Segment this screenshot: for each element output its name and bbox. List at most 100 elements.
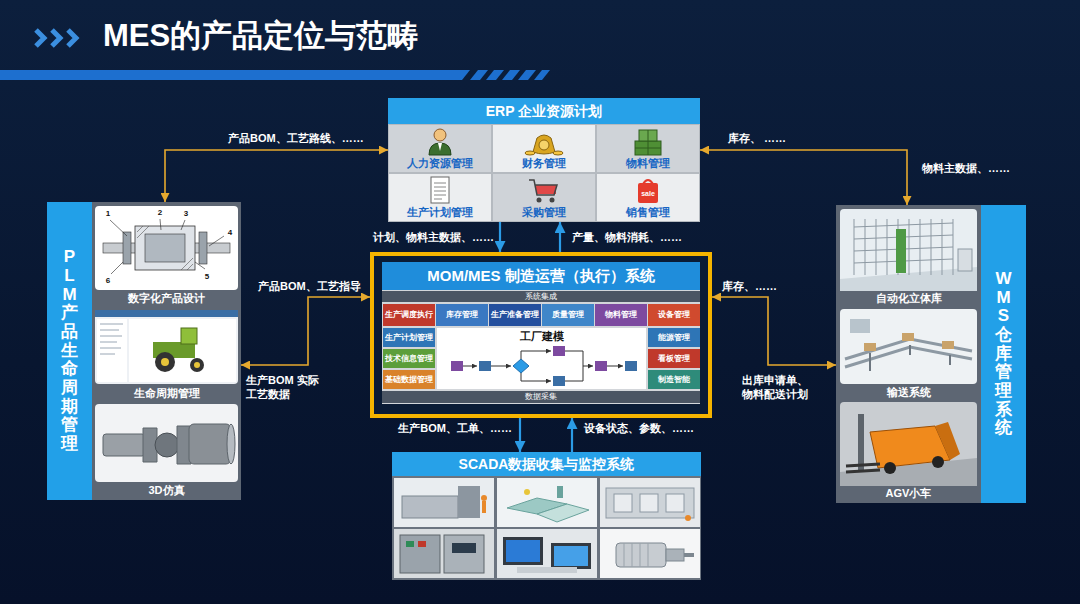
title-chevron <box>68 30 76 46</box>
system-box: WMS仓库管理系统 自动化立体库输送系统 AGV小车 <box>836 205 1026 503</box>
module-cell: 制造智能 <box>648 370 700 389</box>
system-box: MOM/MES 制造运营（执行）系统系统集成生产调度执行库存管理生产准备管理质量… <box>370 252 712 418</box>
module-cell: 生产准备管理 <box>489 304 541 326</box>
equipment-photo <box>600 529 700 578</box>
callout-number: 5 <box>203 271 211 282</box>
shape <box>189 424 231 464</box>
shape <box>155 433 179 457</box>
coin <box>525 151 535 155</box>
module-name: 库存管理 <box>436 304 488 326</box>
module-name: 生产准备管理 <box>489 304 541 326</box>
shape <box>840 209 977 291</box>
image-panel: 生命周期管理 <box>95 310 238 402</box>
shape <box>123 232 131 264</box>
shape <box>846 464 880 472</box>
connector-arrow <box>165 150 388 202</box>
title-stripe <box>470 70 488 80</box>
module-cell: 质量管理 <box>542 304 594 326</box>
shape <box>537 198 542 203</box>
module-name: 生产计划管理 <box>389 206 491 219</box>
shape <box>190 358 204 372</box>
box-title: MOM/MES 制造运营（执行）系统 <box>382 262 700 290</box>
module-cell: 看板管理 <box>648 349 700 368</box>
shape <box>614 494 632 512</box>
module-name: 能源管理 <box>648 328 700 347</box>
connector-arrow <box>499 222 501 252</box>
module-cell: 库存管理 <box>436 304 488 326</box>
system-box: ERP 企业资源计划人力资源管理财务管理物料管理生产计划管理采购管理销售管理 <box>388 98 700 222</box>
callout-number: 4 <box>226 227 234 238</box>
equipment-photo <box>600 478 700 527</box>
connector-label: 产品BOM、工艺指导 <box>258 279 361 293</box>
module-name: 制造智能 <box>648 370 700 389</box>
module-name: 生产调度执行 <box>383 304 435 326</box>
flow-note: 物料主数据、…… <box>922 161 1022 175</box>
module-cell: 生产计划管理 <box>383 328 435 347</box>
shape <box>497 478 597 527</box>
shape <box>909 219 910 275</box>
connector-label: 计划、物料主数据、…… <box>370 230 494 244</box>
module-name: 采购管理 <box>493 206 595 219</box>
shape <box>595 361 607 371</box>
module-name: 质量管理 <box>542 304 594 326</box>
shape <box>600 529 700 578</box>
connector-arrow <box>559 222 561 252</box>
shape <box>876 219 877 275</box>
flow-note: 出库申请单、 物料配送计划 <box>742 373 816 401</box>
shape <box>400 535 440 573</box>
shape <box>935 422 960 460</box>
shape <box>920 219 921 275</box>
panel-caption: 自动化立体库 <box>840 291 977 305</box>
shape <box>155 352 175 372</box>
panel-caption: AGV小车 <box>840 486 977 500</box>
shape <box>958 249 972 271</box>
shape <box>429 143 451 155</box>
page-title: MES的产品定位与范畴 <box>103 17 418 55</box>
shape <box>402 496 458 518</box>
shape <box>550 198 555 203</box>
illustration <box>840 309 977 384</box>
shape <box>444 535 484 573</box>
shape <box>529 180 557 195</box>
title-stripe <box>486 70 504 80</box>
title-stripe <box>534 70 550 80</box>
connector-label: 产品BOM、工艺路线、…… <box>228 131 364 145</box>
module-name: 销售管理 <box>597 206 699 219</box>
shape <box>524 489 530 495</box>
shape <box>884 462 896 474</box>
image-panel: 输送系统 <box>840 309 977 400</box>
shape <box>194 362 200 368</box>
illustration <box>95 206 238 290</box>
model-title: 工厂建模 <box>437 329 646 343</box>
shape <box>539 140 549 150</box>
shape <box>865 219 866 275</box>
connector-label: 设备状态、参数、…… <box>584 421 694 435</box>
info-band: 数据采集 <box>382 391 700 403</box>
shape <box>503 537 543 565</box>
illustration <box>95 404 238 482</box>
illustration <box>840 402 977 486</box>
shape <box>932 456 944 468</box>
title-stripe <box>502 70 520 80</box>
panel-caption: 输送系统 <box>840 384 977 400</box>
icon-text: sale <box>636 189 660 199</box>
shape <box>840 402 977 486</box>
shape <box>533 135 555 154</box>
shape <box>438 143 442 151</box>
shape <box>227 424 235 464</box>
title-chevron <box>52 30 60 46</box>
shape <box>479 361 491 371</box>
shape <box>521 373 551 381</box>
module-cell: 设备管理 <box>648 304 700 326</box>
shape <box>434 129 446 141</box>
shape <box>616 543 666 567</box>
shape <box>95 310 238 384</box>
shape <box>181 328 197 344</box>
illustration <box>95 310 238 384</box>
image-panel: 自动化立体库 <box>840 209 977 305</box>
system-name: WMS仓库管理系统 <box>995 270 1012 438</box>
model-panel: 工厂建模 <box>437 328 646 389</box>
module-cell: 技术信息管理 <box>383 349 435 368</box>
shape <box>583 366 593 367</box>
